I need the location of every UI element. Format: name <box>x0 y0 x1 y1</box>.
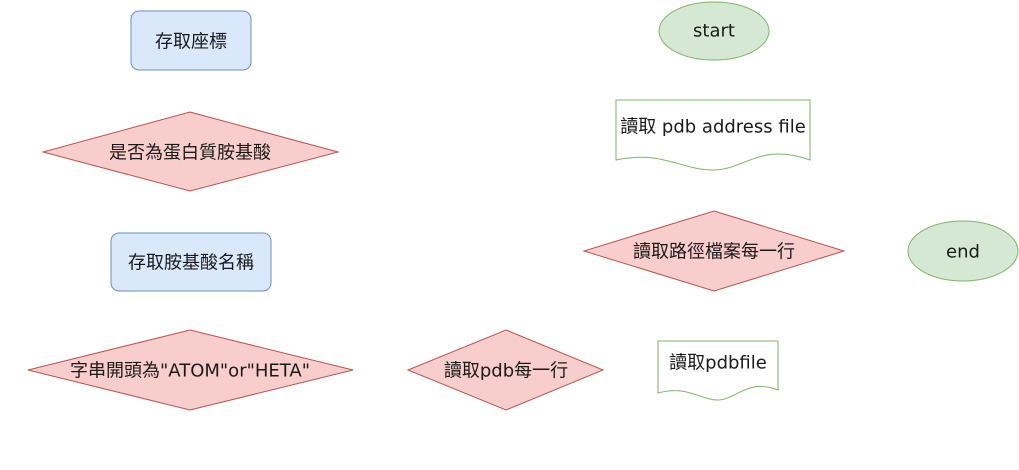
node-line-starts-with-atom-or-heta[interactable]: 字串開頭為"ATOM"or"HETA" <box>27 329 354 411</box>
decision-diamond <box>27 329 354 411</box>
document-shape <box>657 340 779 401</box>
process-box <box>110 232 272 292</box>
node-label: 存取座標 <box>155 32 227 53</box>
node-is-protein-amino-acid[interactable]: 是否為蛋白質胺基酸 <box>41 111 340 192</box>
node-label: start <box>693 21 735 42</box>
node-read-pdbfile[interactable]: 讀取pdbfile <box>657 340 779 401</box>
terminal-ellipse <box>658 1 770 61</box>
node-read-pdb-address-file[interactable]: 讀取 pdb address file <box>615 99 811 171</box>
node-label: 存取胺基酸名稱 <box>128 253 254 274</box>
node-label: 是否為蛋白質胺基酸 <box>109 143 271 164</box>
node-end[interactable]: end <box>907 220 1019 282</box>
node-start[interactable]: start <box>658 1 770 61</box>
decision-diamond <box>406 329 605 411</box>
document-shape <box>615 99 811 171</box>
node-label: 讀取pdb每一行 <box>444 361 568 382</box>
node-label: 讀取pdbfile <box>669 353 767 374</box>
node-label: 字串開頭為"ATOM"or"HETA" <box>70 361 310 382</box>
node-save-coordinates[interactable]: 存取座標 <box>130 10 252 71</box>
decision-diamond <box>582 210 846 292</box>
terminal-ellipse <box>907 220 1019 282</box>
process-box <box>130 10 252 71</box>
node-save-residue-name[interactable]: 存取胺基酸名稱 <box>110 232 272 292</box>
node-label: 讀取 pdb address file <box>620 117 806 138</box>
node-label: 讀取路徑檔案每一行 <box>633 242 795 263</box>
node-read-path-file-each-line[interactable]: 讀取路徑檔案每一行 <box>582 210 846 292</box>
node-label: end <box>946 242 980 263</box>
node-read-pdb-each-line[interactable]: 讀取pdb每一行 <box>406 329 605 411</box>
decision-diamond <box>41 111 340 192</box>
